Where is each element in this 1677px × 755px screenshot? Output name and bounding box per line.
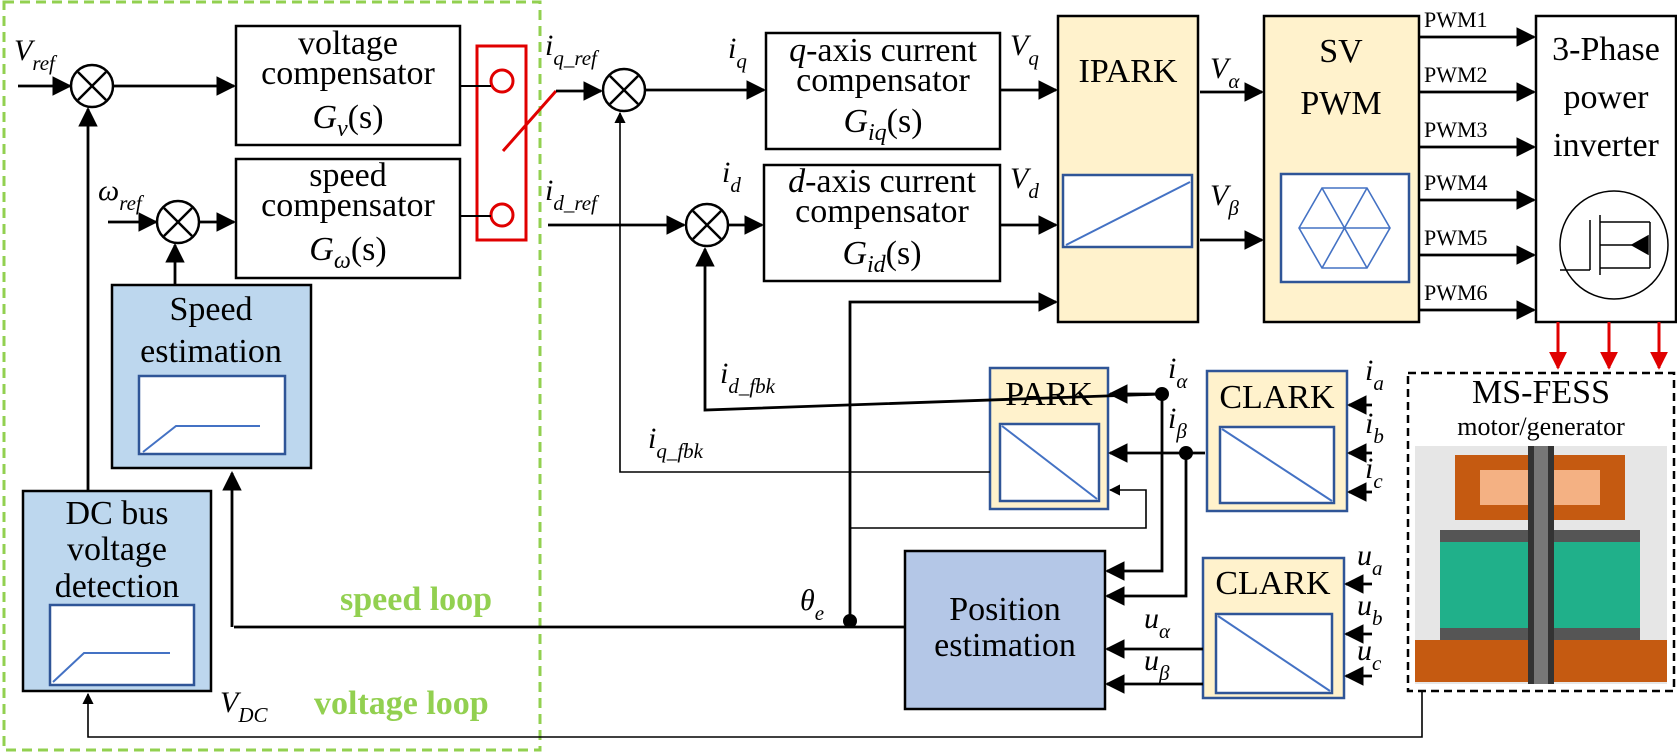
label-vq: Vq	[1010, 29, 1039, 70]
inverter-line2: power	[1564, 79, 1650, 116]
label-vd: Vd	[1010, 162, 1039, 203]
speed-compensator-block: speed compensator Gω(s)	[234, 157, 462, 280]
clark-voltage-icon	[1217, 615, 1331, 692]
label-iq: iq	[728, 32, 747, 73]
clark-current-label: CLARK	[1219, 379, 1335, 416]
flywheel-drawing	[1415, 446, 1667, 684]
msfess-sublabel: motor/generator	[1457, 412, 1625, 441]
three-phase-inverter-block: 3-Phase power inverter	[1534, 14, 1677, 324]
clark-voltage-label: CLARK	[1215, 565, 1331, 602]
junction-dot-theta	[843, 614, 857, 628]
label-vbeta: Vβ	[1210, 179, 1239, 220]
junction-dot-ialpha	[1155, 387, 1169, 401]
dc-detection-line2: voltage	[67, 531, 167, 568]
d-axis-current-compensator-block: d-axis current compensator Gid(s)	[762, 163, 1002, 283]
speed-loop-label: speed loop	[340, 581, 492, 618]
label-ubeta: uβ	[1144, 644, 1170, 685]
position-estimation-line1: Position	[949, 591, 1060, 628]
label-theta-e: θe	[800, 584, 824, 625]
label-wref: ωref	[98, 174, 145, 215]
q-comp-tf: Giq(s)	[843, 103, 922, 146]
dc-bus-voltage-detection-block: DC bus voltage detection	[21, 489, 213, 693]
speed-estimation-block: Speed estimation	[110, 283, 313, 470]
pwm-label-1: PWM1	[1424, 7, 1488, 32]
position-estimation-line2: estimation	[934, 627, 1076, 664]
ipark-block: IPARK	[1056, 14, 1200, 324]
signal-lines	[18, 27, 1536, 738]
inverter-to-motor-arrows	[1549, 322, 1668, 370]
voltage-compensator-line1: voltage	[298, 25, 398, 62]
speed-compensator-line2: compensator	[261, 187, 435, 224]
dc-detection-icon	[52, 652, 170, 683]
voltage-compensator-tf: Gv(s)	[312, 99, 383, 142]
hexagon-icon	[1298, 187, 1391, 269]
q-axis-current-compensator-block: q-axis current compensator Giq(s)	[764, 31, 1002, 151]
ipark-label: IPARK	[1079, 53, 1178, 90]
d-comp-tf: Gid(s)	[842, 235, 921, 278]
sum-junction-voltage	[69, 63, 115, 109]
label-ub: ub	[1357, 589, 1383, 630]
label-ia: ia	[1365, 354, 1384, 395]
label-iq-fbk: iq_fbk	[648, 422, 704, 463]
ipark-icon	[1065, 181, 1191, 246]
ms-fess-motor-generator: MS-FESS motor/generator	[1406, 371, 1676, 693]
svpwm-block: SV PWM	[1262, 14, 1421, 324]
msfess-label: MS-FESS	[1472, 374, 1610, 411]
svpwm-line1: SV	[1319, 33, 1363, 70]
pwm-label-4: PWM4	[1424, 170, 1488, 195]
clark-current-block: CLARK	[1205, 369, 1349, 513]
q-comp-line1: q-axis current	[789, 32, 977, 69]
clark-current-icon	[1221, 428, 1333, 502]
speed-estimation-line1: Speed	[169, 291, 252, 328]
d-comp-line1: d-axis current	[788, 163, 976, 200]
voltage-loop-label: voltage loop	[314, 685, 489, 722]
label-id-fbk: id_fbk	[720, 357, 776, 398]
dc-detection-line3: detection	[55, 568, 180, 605]
label-id: id	[722, 156, 741, 197]
label-uc: uc	[1357, 634, 1382, 675]
label-vref: Vref	[14, 34, 58, 75]
label-ib: ib	[1365, 407, 1384, 448]
mosfet-icon	[1559, 190, 1669, 300]
label-ic: ic	[1365, 452, 1383, 493]
park-block: PARK	[988, 366, 1110, 511]
label-valpha: Vα	[1210, 52, 1240, 93]
park-icon	[1001, 425, 1098, 500]
pwm-label-2: PWM2	[1424, 62, 1488, 87]
label-iq-ref: iq_ref	[545, 29, 600, 70]
sum-junction-iq	[601, 67, 647, 113]
speed-compensator-tf: Gω(s)	[309, 231, 386, 274]
voltage-compensator-line2: compensator	[261, 55, 435, 92]
pwm-label-3: PWM3	[1424, 117, 1488, 142]
speed-estimation-line2: estimation	[140, 333, 282, 370]
label-id-ref: id_ref	[545, 174, 600, 215]
voltage-compensator-block: voltage compensator Gv(s)	[234, 24, 462, 147]
junction-dot-ibeta	[1179, 446, 1193, 460]
pwm-label-6: PWM6	[1424, 280, 1488, 305]
pwm-label-5: PWM5	[1424, 225, 1488, 250]
sum-junction-id	[684, 202, 730, 248]
label-ibeta: iβ	[1168, 402, 1187, 443]
d-comp-line2: compensator	[795, 193, 969, 230]
clark-voltage-block: CLARK	[1201, 556, 1346, 700]
sum-junction-speed	[155, 199, 201, 245]
loop-selector-switch	[475, 44, 558, 242]
park-label: PARK	[1005, 376, 1093, 413]
label-ua: ua	[1357, 539, 1383, 580]
label-ialpha: iα	[1168, 352, 1188, 393]
dc-detection-line1: DC bus	[66, 495, 169, 532]
inverter-line3: inverter	[1553, 127, 1659, 164]
position-estimation-block: Position estimation	[903, 549, 1107, 711]
label-vdc: VDC	[220, 686, 268, 727]
label-ualpha: uα	[1144, 602, 1171, 643]
inverter-line1: 3-Phase	[1552, 31, 1660, 68]
loop-region-border	[2, 0, 542, 752]
svpwm-line2: PWM	[1300, 85, 1381, 122]
speed-compensator-line1: speed	[309, 157, 386, 194]
q-comp-line2: compensator	[796, 62, 970, 99]
speed-estimation-icon	[142, 425, 260, 453]
